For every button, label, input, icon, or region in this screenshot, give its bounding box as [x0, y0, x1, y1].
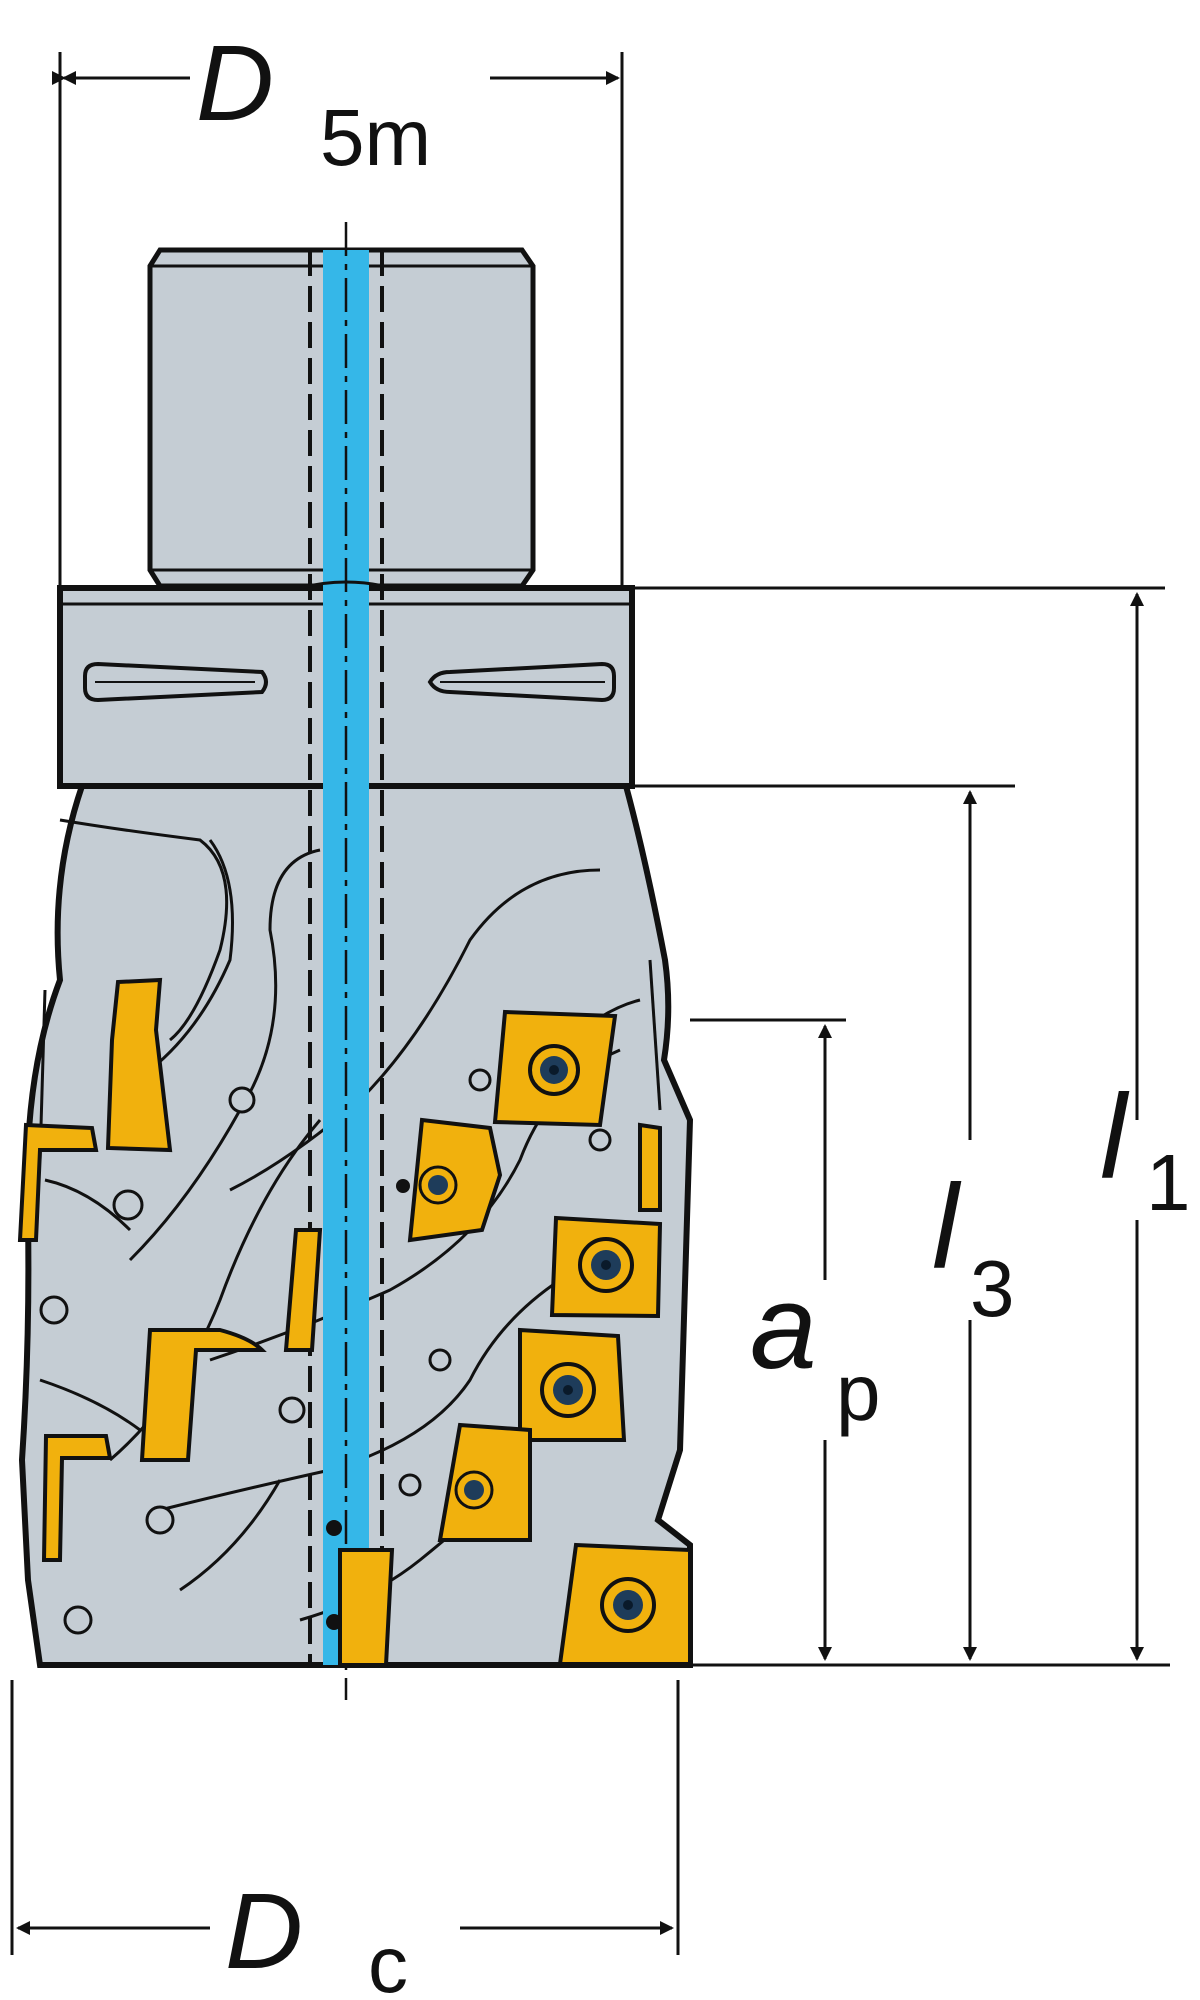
label-l1: l 1 [1100, 1070, 1191, 1227]
dimension-lines [10, 52, 1170, 1955]
label-dc: D c [225, 1870, 408, 2000]
insert-left-1 [105, 977, 173, 1153]
svg-text:p: p [836, 1348, 881, 1437]
svg-text:D: D [196, 22, 274, 143]
label-d5m: D 5m [196, 22, 431, 182]
label-l3: l 3 [932, 1160, 1015, 1333]
svg-text:5m: 5m [320, 93, 431, 182]
svg-text:l: l [1100, 1070, 1130, 1204]
svg-text:a: a [750, 1260, 817, 1394]
svg-text:c: c [368, 1920, 408, 2000]
insert-center-bottom [338, 1548, 395, 1667]
svg-text:3: 3 [970, 1244, 1015, 1333]
svg-text:D: D [225, 1870, 303, 1991]
inserts [17, 977, 692, 1667]
insert-right-7 [638, 1122, 662, 1212]
insert-left-4 [41, 1434, 113, 1562]
insert-pockets [39, 1068, 612, 1635]
insert-left-2 [17, 1122, 99, 1242]
insert-left-3 [139, 1328, 267, 1462]
svg-text:1: 1 [1146, 1138, 1191, 1227]
insert-left-5 [283, 1228, 323, 1352]
label-ap: a p [750, 1260, 881, 1437]
torx-screw-icon [418, 1044, 656, 1633]
svg-text:l: l [932, 1160, 962, 1294]
